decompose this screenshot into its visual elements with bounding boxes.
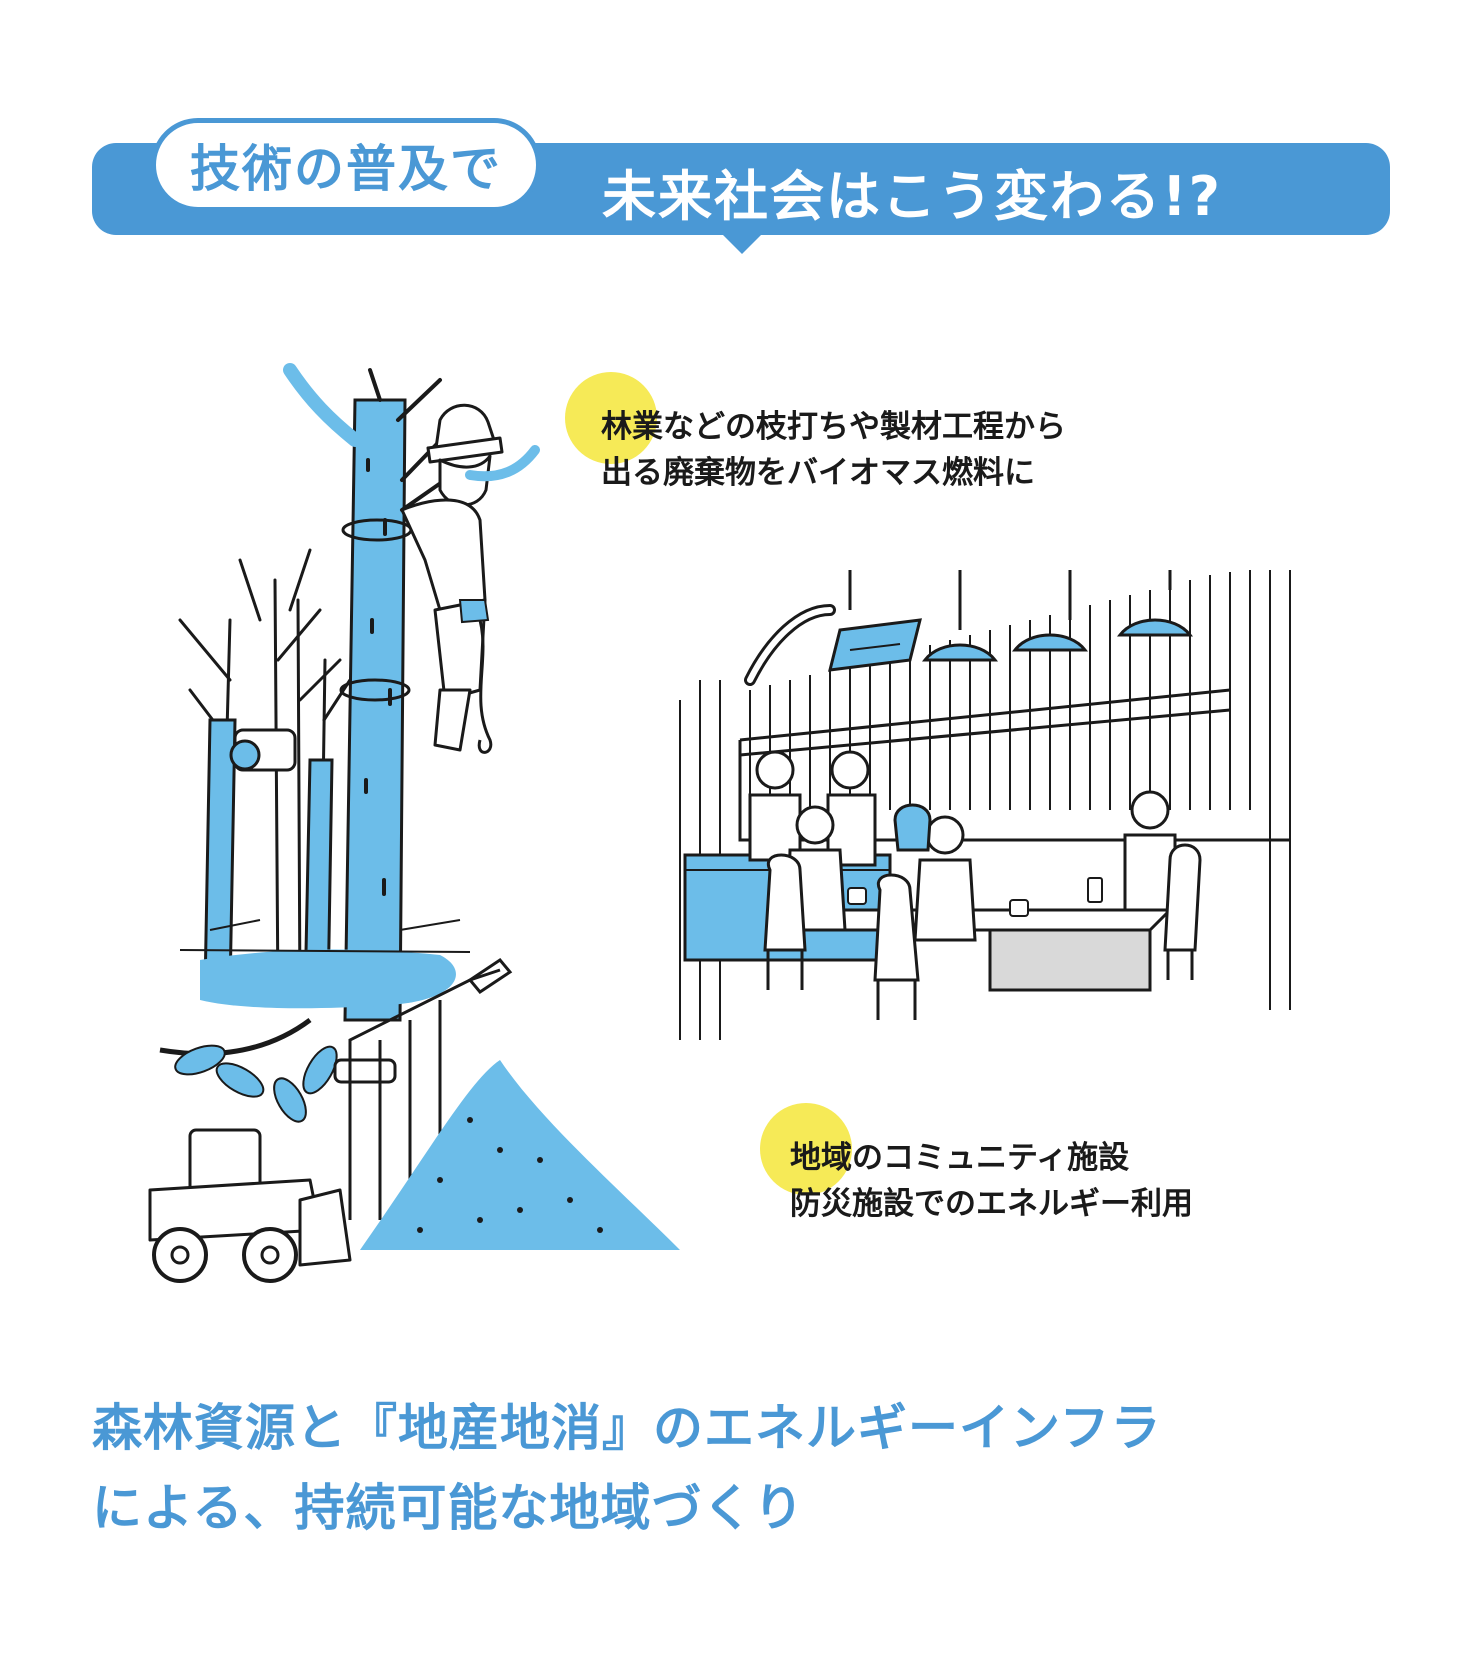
banner-speech-tail	[722, 234, 762, 254]
forest-biomass-illustration	[148, 363, 680, 1283]
header-pill: 技術の普及で	[151, 118, 541, 212]
caption-community-line2: 防災施設でのエネルギー利用	[790, 1186, 1193, 1222]
caption-highlight-dot-forest	[565, 372, 657, 464]
caption-community-line1: 地域のコミュニティ施設	[790, 1140, 1130, 1176]
caption-forest: 林業などの枝打ちや製材工程から 出る廃棄物をバイオマス燃料に	[601, 404, 1066, 496]
header-title: 未来社会はこう変わる!?	[602, 165, 1222, 228]
footer-line2: による、持続可能な地域づくり	[92, 1479, 805, 1537]
caption-highlight-dot-community	[760, 1103, 852, 1195]
caption-forest-line1: 林業などの枝打ちや製材工程から	[601, 409, 1066, 445]
footer-headline: 森林資源と『地産地消』のエネルギーインフラ による、持続可能な地域づくり	[92, 1388, 1162, 1548]
caption-community: 地域のコミュニティ施設 防災施設でのエネルギー利用	[790, 1135, 1193, 1227]
header-pill-text: 技術の普及で	[190, 140, 502, 198]
community-facility-illustration	[679, 570, 1291, 1040]
caption-forest-line2: 出る廃棄物をバイオマス燃料に	[601, 455, 1035, 491]
footer-line1: 森林資源と『地産地消』のエネルギーインフラ	[92, 1399, 1162, 1457]
